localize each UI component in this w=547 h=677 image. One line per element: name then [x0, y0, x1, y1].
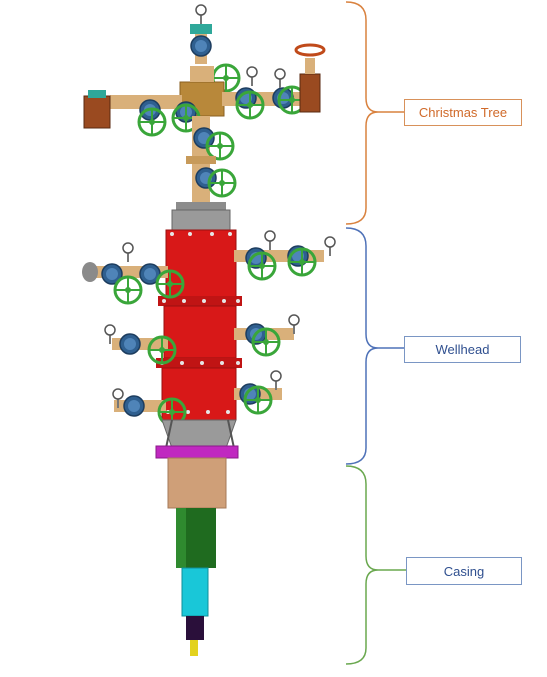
middle-left-valve-icon: [119, 333, 141, 355]
swab-valve-icon: [190, 35, 212, 57]
intermediate-casing-highlight: [176, 508, 186, 568]
left-wing-handwheel-icon: [137, 107, 167, 137]
tubing-head-spool: [165, 229, 237, 301]
tubing-head-adapter: [171, 209, 231, 231]
tubing-string: [186, 616, 204, 640]
lower-right-handwheel-icon: [243, 385, 273, 415]
production-casing: [181, 567, 209, 617]
upper-master-handwheel-icon: [205, 131, 235, 161]
spool-flange-2: [156, 358, 242, 368]
lower-left-valve-icon: [123, 395, 145, 417]
right-choke: [299, 73, 321, 113]
tubing-tail: [190, 640, 198, 656]
left-choke: [83, 95, 111, 129]
lower-master-valve-icon: [195, 167, 217, 189]
wellhead-brace: [345, 227, 379, 465]
casing-brace: [345, 465, 379, 665]
tree-upper-spool: [190, 66, 214, 82]
lower-right-gauge-icon: [270, 370, 282, 391]
right-choke-stem: [305, 58, 315, 74]
upper-left-blind-flange: [82, 262, 98, 282]
christmas-tree-label: Christmas Tree: [404, 99, 522, 126]
master-flange: [186, 156, 216, 164]
casing: [167, 457, 227, 656]
middle-right-handwheel-icon: [251, 327, 281, 357]
spool-flange-1: [158, 296, 242, 306]
adapter-flange-top: [176, 202, 226, 210]
upper-left-inner-handwheel-icon: [155, 269, 185, 299]
left-choke-cap: [88, 90, 106, 98]
upper-right-outer-gauge-icon: [324, 236, 336, 257]
right-choke-handwheel-icon: [294, 43, 326, 57]
lower-master-handwheel-icon: [207, 168, 237, 198]
upper-right-outer-handwheel-icon: [287, 247, 317, 277]
christmas-tree-brace: [345, 1, 379, 225]
upper-left-handwheel-icon: [113, 275, 143, 305]
wellhead-label: Wellhead: [404, 336, 521, 363]
upper-right-handwheel-icon: [247, 251, 277, 281]
tree-cap: [190, 24, 212, 34]
upper-right-gauge-icon: [264, 230, 276, 251]
middle-left-handwheel-icon: [147, 335, 177, 365]
casing-label: Casing: [406, 557, 522, 585]
base-flange: [155, 445, 239, 459]
right-wing-gauge-icon: [246, 66, 258, 87]
base-support: [161, 419, 237, 449]
wellhead: [82, 229, 336, 459]
surface-casing: [167, 457, 227, 509]
top-gauge-icon: [195, 4, 207, 25]
upper-left-gauge-icon: [122, 242, 134, 263]
christmas-tree: [83, 4, 326, 231]
outer-right-gauge-icon: [274, 68, 286, 89]
right-wing-handwheel-icon: [235, 90, 265, 120]
